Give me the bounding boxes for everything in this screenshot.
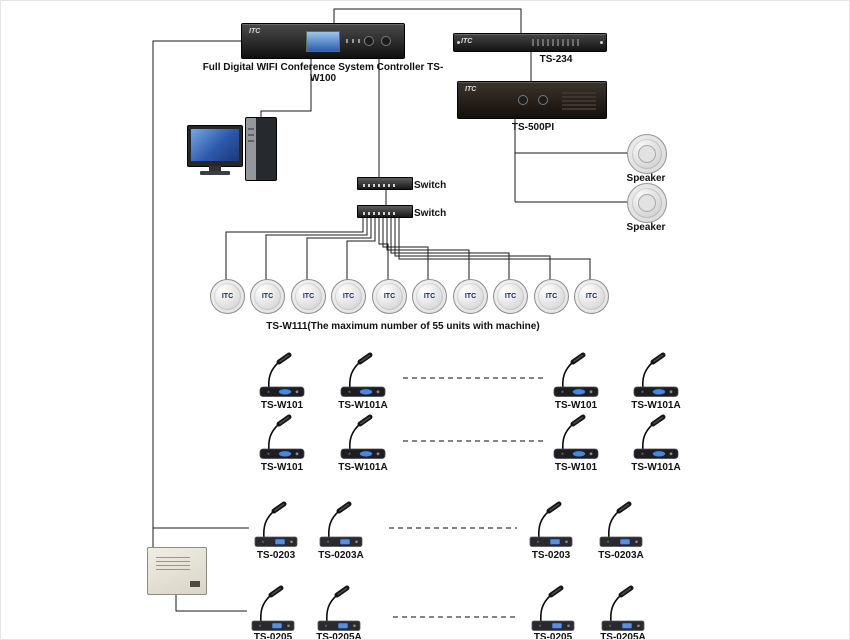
knob-icon bbox=[381, 36, 391, 46]
network-switch bbox=[357, 177, 413, 190]
mic-label: TS-0205A bbox=[316, 632, 362, 640]
controller-label: Full Digital WIFI Conference System Cont… bbox=[202, 62, 444, 84]
wifi-unit: ITC bbox=[291, 279, 326, 314]
mic-label: TS-W101A bbox=[338, 400, 388, 411]
mic-device bbox=[525, 579, 581, 631]
mic-label: TS-W101A bbox=[338, 462, 388, 473]
brand-logo: ITC bbox=[302, 293, 315, 300]
mic-label: TS-0205A bbox=[600, 632, 646, 640]
mic-device bbox=[313, 495, 369, 547]
mic-label: TS-W101 bbox=[260, 462, 304, 473]
wifi-unit: ITC bbox=[534, 279, 569, 314]
ts234-device: ITC bbox=[453, 33, 607, 52]
switch-label: Switch bbox=[414, 180, 447, 191]
mic-label: TS-0203 bbox=[256, 550, 296, 561]
wifi-unit: ITC bbox=[331, 279, 366, 314]
wifi-unit: ITC bbox=[210, 279, 245, 314]
junction-box-device bbox=[147, 547, 207, 595]
mic-label: TS-W101 bbox=[554, 462, 598, 473]
speaker-device bbox=[627, 134, 667, 174]
monitor-base bbox=[200, 171, 230, 175]
mic-label: TS-W101 bbox=[554, 400, 598, 411]
speaker-label: Speaker bbox=[626, 173, 666, 184]
brand-logo: ITC bbox=[249, 28, 261, 35]
mic-device bbox=[628, 345, 684, 397]
brand-logo: ITC bbox=[585, 293, 598, 300]
mic-label: TS-0203 bbox=[531, 550, 571, 561]
mic-device bbox=[628, 407, 684, 459]
ts500pi-label: TS-500PI bbox=[511, 122, 555, 133]
switch-label: Switch bbox=[414, 208, 447, 219]
mic-label: TS-0203A bbox=[598, 550, 644, 561]
wifi-unit: ITC bbox=[250, 279, 285, 314]
speaker-label: Speaker bbox=[626, 222, 666, 233]
mic-device bbox=[335, 407, 391, 459]
wifi-unit: ITC bbox=[574, 279, 609, 314]
speaker-cone-icon bbox=[638, 145, 656, 163]
mic-label: TS-W101A bbox=[631, 462, 681, 473]
brand-logo: ITC bbox=[465, 86, 477, 93]
brand-logo: ITC bbox=[545, 293, 558, 300]
brand-logo: ITC bbox=[261, 293, 274, 300]
mic-device bbox=[523, 495, 579, 547]
mic-label: TS-0205 bbox=[533, 632, 573, 640]
network-switch bbox=[357, 205, 413, 218]
mic-device bbox=[595, 579, 651, 631]
computer-tower bbox=[245, 117, 277, 181]
mic-device bbox=[548, 345, 604, 397]
mic-device bbox=[593, 495, 649, 547]
monitor-screen bbox=[191, 129, 239, 161]
mic-device bbox=[311, 579, 367, 631]
mic-label: TS-0205 bbox=[253, 632, 293, 640]
mic-label: TS-0203A bbox=[318, 550, 364, 561]
knob-icon bbox=[364, 36, 374, 46]
brand-logo: ITC bbox=[461, 38, 473, 45]
wifi-unit: ITC bbox=[493, 279, 528, 314]
controller-device: ITC bbox=[241, 23, 405, 59]
screw-icon bbox=[457, 41, 460, 44]
vent-grille bbox=[562, 90, 596, 110]
brand-logo: ITC bbox=[383, 293, 396, 300]
ts500pi-device: ITC bbox=[457, 81, 607, 119]
mic-device bbox=[245, 579, 301, 631]
mic-label: TS-W101 bbox=[260, 400, 304, 411]
brand-logo: ITC bbox=[504, 293, 517, 300]
brand-logo: ITC bbox=[423, 293, 436, 300]
speaker-device bbox=[627, 183, 667, 223]
brand-logo: ITC bbox=[221, 293, 234, 300]
knob-icon bbox=[518, 95, 528, 105]
mic-device bbox=[548, 407, 604, 459]
mic-label: TS-W101A bbox=[631, 400, 681, 411]
brand-logo: ITC bbox=[464, 293, 477, 300]
screw-icon bbox=[600, 41, 603, 44]
controller-buttons bbox=[346, 39, 374, 43]
wifi-unit: ITC bbox=[412, 279, 447, 314]
mic-device bbox=[248, 495, 304, 547]
knob-icon bbox=[538, 95, 548, 105]
ts234-label: TS-234 bbox=[539, 54, 573, 65]
mic-device bbox=[335, 345, 391, 397]
mic-device bbox=[254, 407, 310, 459]
controller-screen bbox=[306, 31, 340, 52]
wifi-unit: ITC bbox=[372, 279, 407, 314]
speaker-cone-icon bbox=[638, 194, 656, 212]
wifi-units-label: TS-W111(The maximum number of 55 units w… bbox=[266, 321, 540, 332]
wifi-unit: ITC bbox=[453, 279, 488, 314]
monitor-device bbox=[187, 125, 243, 167]
mic-device bbox=[254, 345, 310, 397]
brand-logo: ITC bbox=[342, 293, 355, 300]
